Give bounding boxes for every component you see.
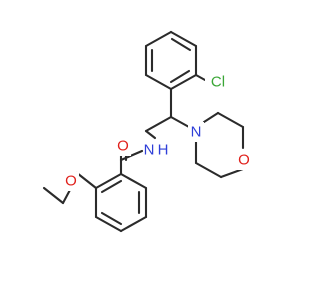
bond bbox=[119, 215, 148, 233]
bond bbox=[216, 111, 245, 129]
chlorine-label: Cl bbox=[211, 74, 225, 91]
bond bbox=[94, 172, 123, 190]
bond-inner bbox=[100, 211, 123, 226]
amide-hydrogen-label: H bbox=[158, 142, 169, 159]
bond bbox=[94, 215, 123, 233]
carbonyl-oxygen-label: O bbox=[117, 138, 129, 155]
bond bbox=[194, 161, 223, 179]
bond bbox=[219, 167, 245, 179]
bond bbox=[202, 111, 220, 124]
bond bbox=[119, 149, 144, 162]
bond-inner bbox=[170, 37, 192, 52]
structure-diagram: Cl N O N H O O bbox=[42, 30, 252, 233]
bond bbox=[169, 73, 198, 91]
bond bbox=[144, 73, 173, 91]
ether-oxygen-label: O bbox=[65, 173, 77, 190]
morpholine-nitrogen-label: N bbox=[191, 124, 202, 141]
bonds bbox=[42, 30, 245, 233]
bond-inner bbox=[100, 179, 123, 194]
bond-inner bbox=[169, 69, 191, 84]
atom-labels: Cl N O N H O O bbox=[63, 72, 252, 191]
bond bbox=[119, 172, 148, 190]
morpholine-oxygen-label: O bbox=[238, 152, 250, 169]
bond bbox=[194, 73, 207, 82]
bond bbox=[144, 30, 173, 48]
amide-nitrogen-label: N bbox=[144, 142, 155, 159]
bond bbox=[169, 30, 198, 48]
bond bbox=[169, 115, 191, 129]
bond bbox=[42, 186, 65, 205]
bond bbox=[144, 115, 173, 133]
bond bbox=[144, 129, 157, 140]
bond bbox=[75, 171, 98, 190]
